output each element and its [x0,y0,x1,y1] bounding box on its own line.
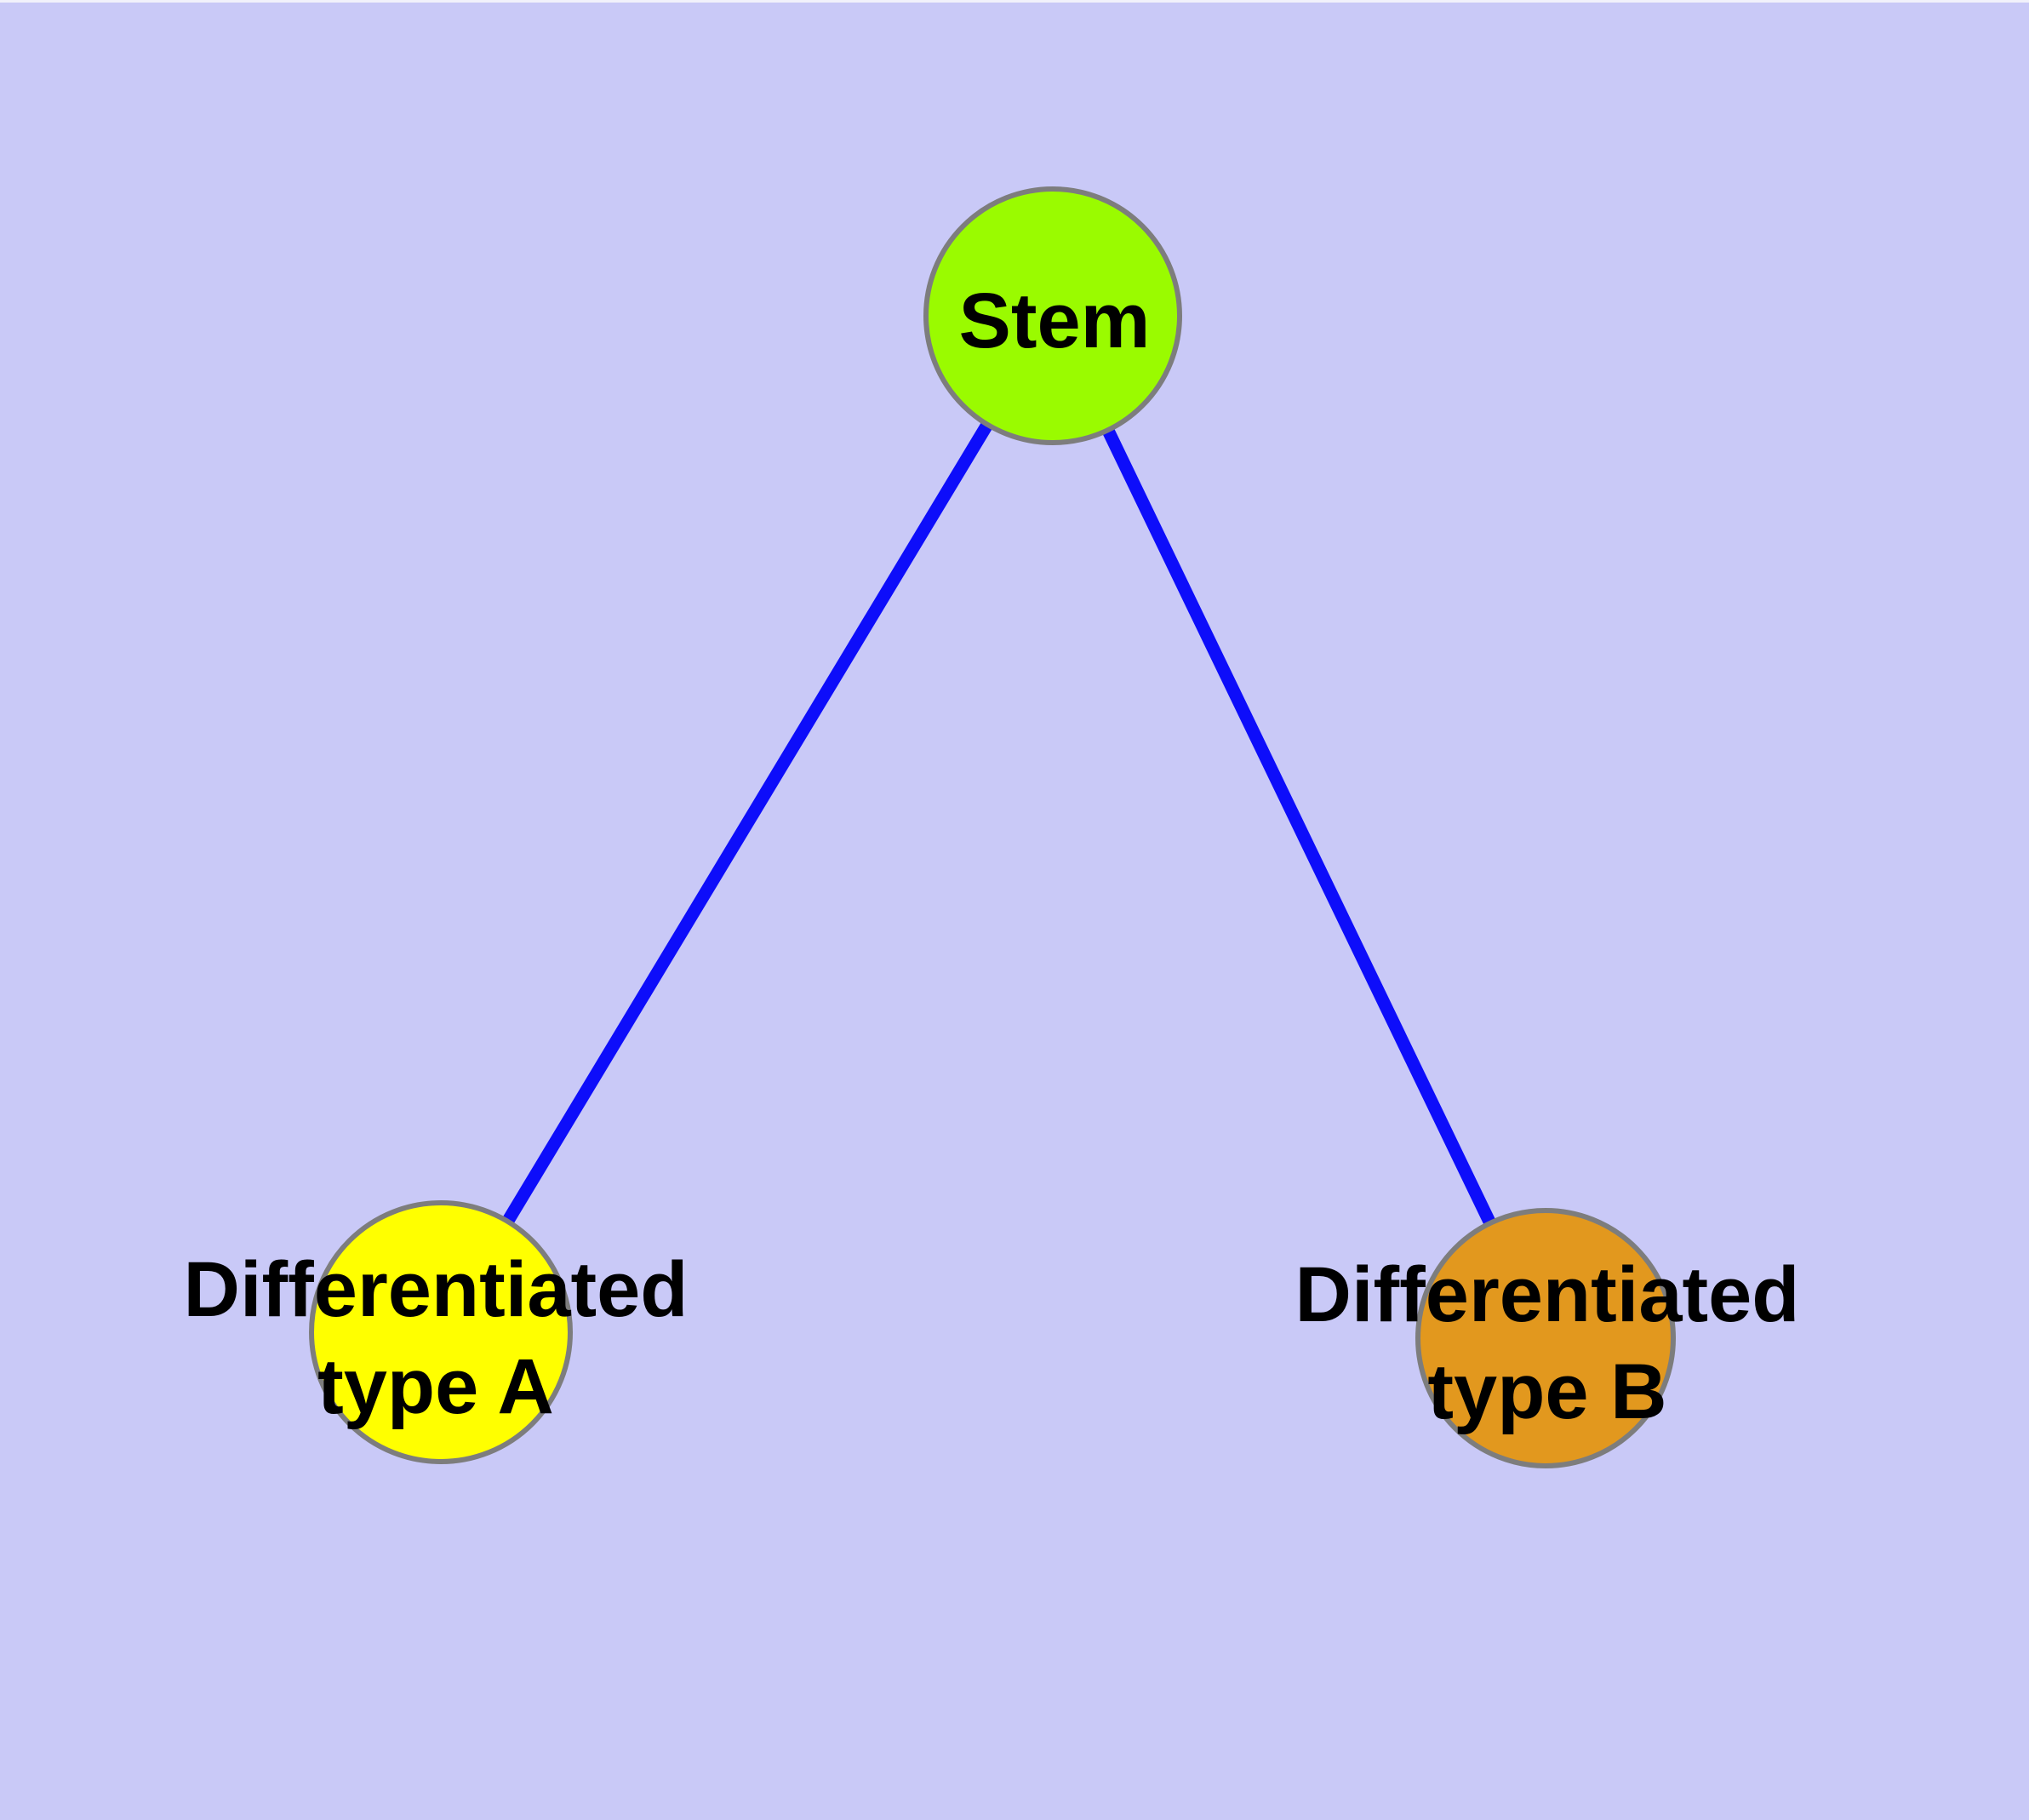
node-type-b-label-line2: type B [1427,1348,1666,1435]
node-type-a-label-line2: type A [317,1343,554,1430]
node-stem-label: Stem [959,278,1151,364]
node-type-a-label-line1: Differentiated [184,1246,689,1333]
node-stem [923,186,1182,445]
node-type-b-label-line1: Differentiated [1295,1251,1800,1338]
node-differentiated-type-a [309,1200,573,1464]
top-edge-highlight [0,0,2029,3]
edge-stem-to-type-a [435,312,1059,1336]
node-differentiated-type-b [1415,1208,1676,1468]
edge-stem-to-type-b [1047,312,1552,1342]
